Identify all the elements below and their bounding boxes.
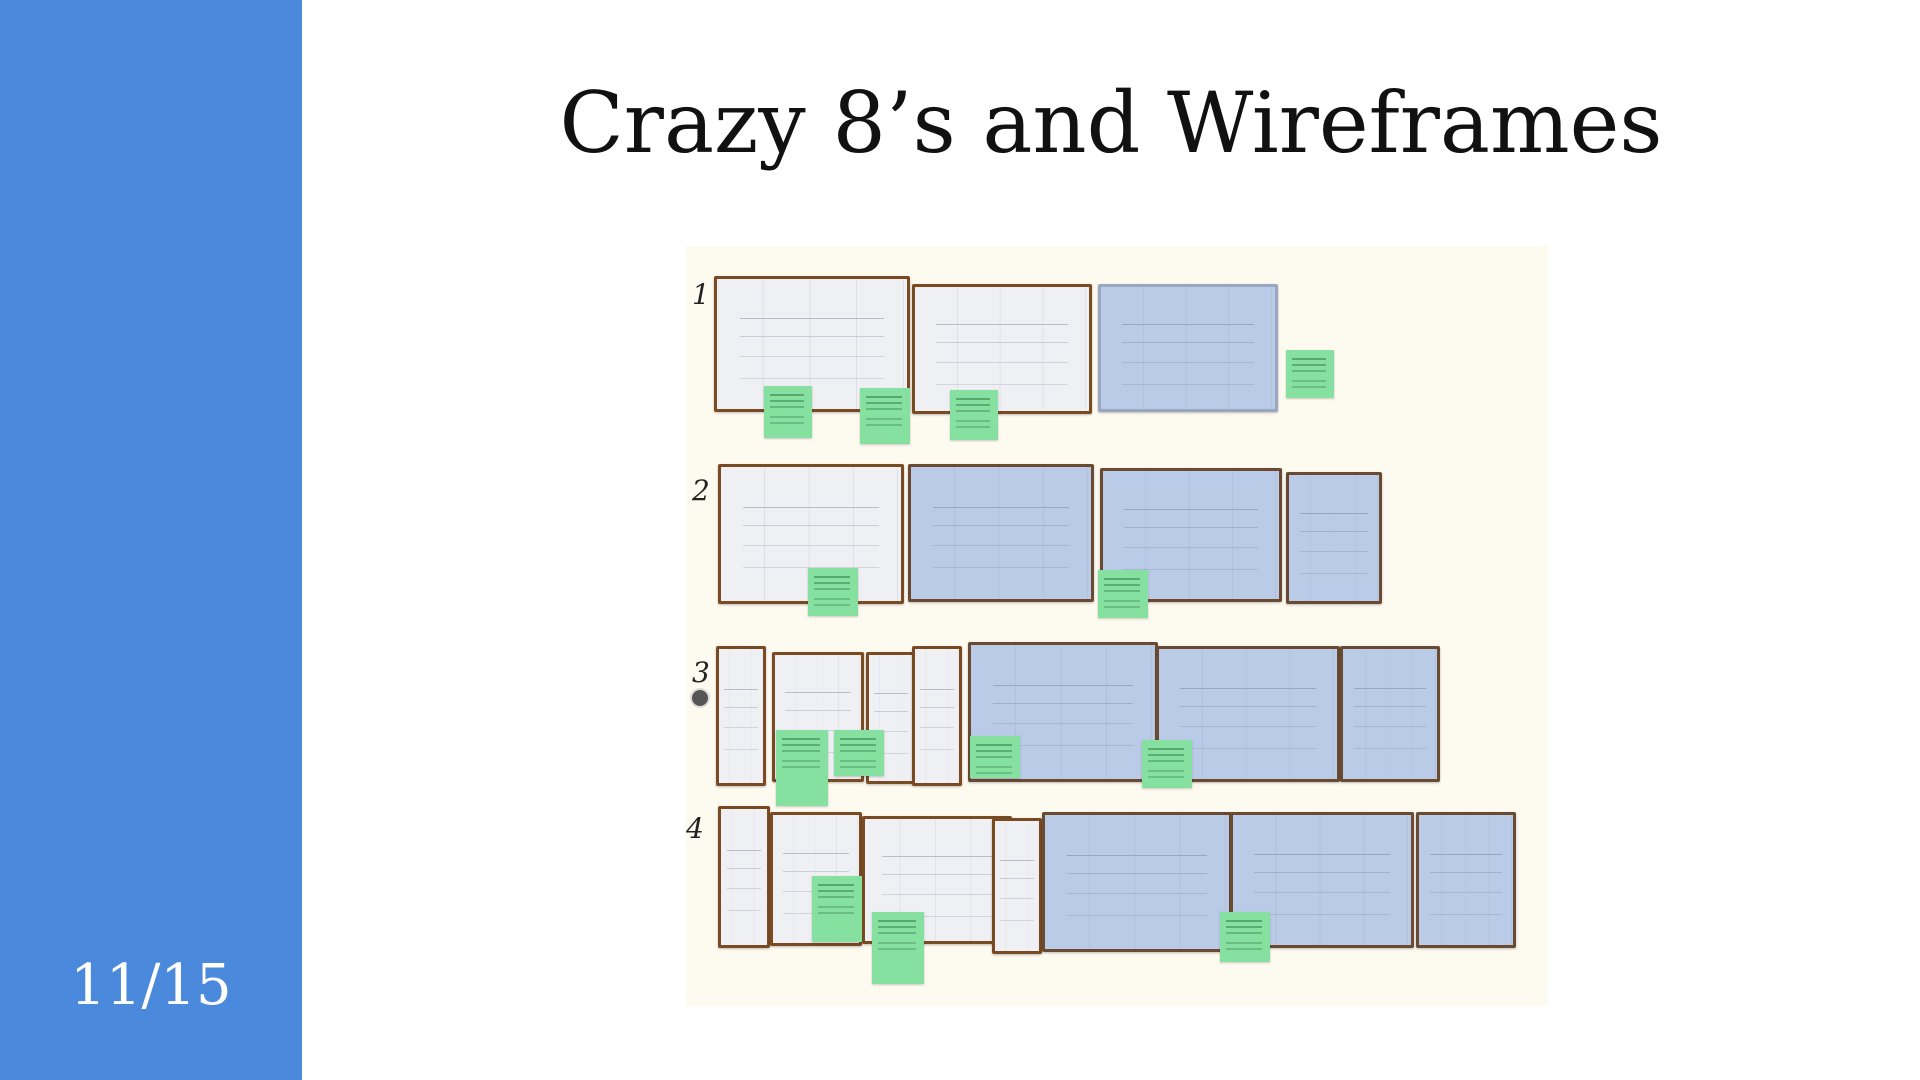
- sticky-note: [808, 568, 858, 616]
- wireframe-sketch: [1286, 472, 1382, 604]
- sticky-note: [812, 876, 862, 942]
- row-label-1: 1: [692, 278, 710, 311]
- sidebar-panel: 11/15: [0, 0, 302, 1080]
- wireframe-sketch: [1100, 468, 1282, 602]
- sticky-note: [1142, 740, 1192, 788]
- wireframe-sketch: [1340, 646, 1440, 782]
- wireframe-sketch: [862, 816, 1012, 944]
- wireframe-sketch: [1042, 812, 1232, 952]
- sticky-note: [1286, 350, 1334, 398]
- page-number: 11/15: [70, 953, 232, 1018]
- sticky-note: [776, 730, 828, 806]
- sticky-note: [872, 912, 924, 984]
- wireframe-sketch: [1416, 812, 1516, 948]
- wireframe-sketch: [1230, 812, 1414, 948]
- wireframe-sketch: [912, 646, 962, 786]
- sticky-note: [860, 388, 910, 444]
- wireframe-sketch: [992, 818, 1042, 954]
- wireframe-sketch: [912, 284, 1092, 414]
- sticky-note: [834, 730, 884, 776]
- wireframe-sketch: [718, 806, 770, 948]
- sticky-note: [1098, 570, 1148, 618]
- wireframe-sketch: [716, 646, 766, 786]
- row-label-4: 4: [686, 812, 704, 845]
- sticky-note: [1220, 912, 1270, 962]
- sticky-note: [970, 736, 1020, 778]
- row-label-2: 2: [692, 474, 710, 507]
- wireframe-sketch: [714, 276, 910, 412]
- slide-title: Crazy 8’s and Wireframes: [559, 74, 1663, 172]
- row-label-3: 3: [692, 656, 710, 689]
- wireframe-sketch: [1098, 284, 1278, 412]
- sticky-note: [764, 386, 812, 438]
- sticky-note: [950, 390, 998, 440]
- wireframe-sketch: [908, 464, 1094, 602]
- avatar: [690, 688, 710, 708]
- wireframes-photo: 1 2 3 4: [686, 246, 1548, 1006]
